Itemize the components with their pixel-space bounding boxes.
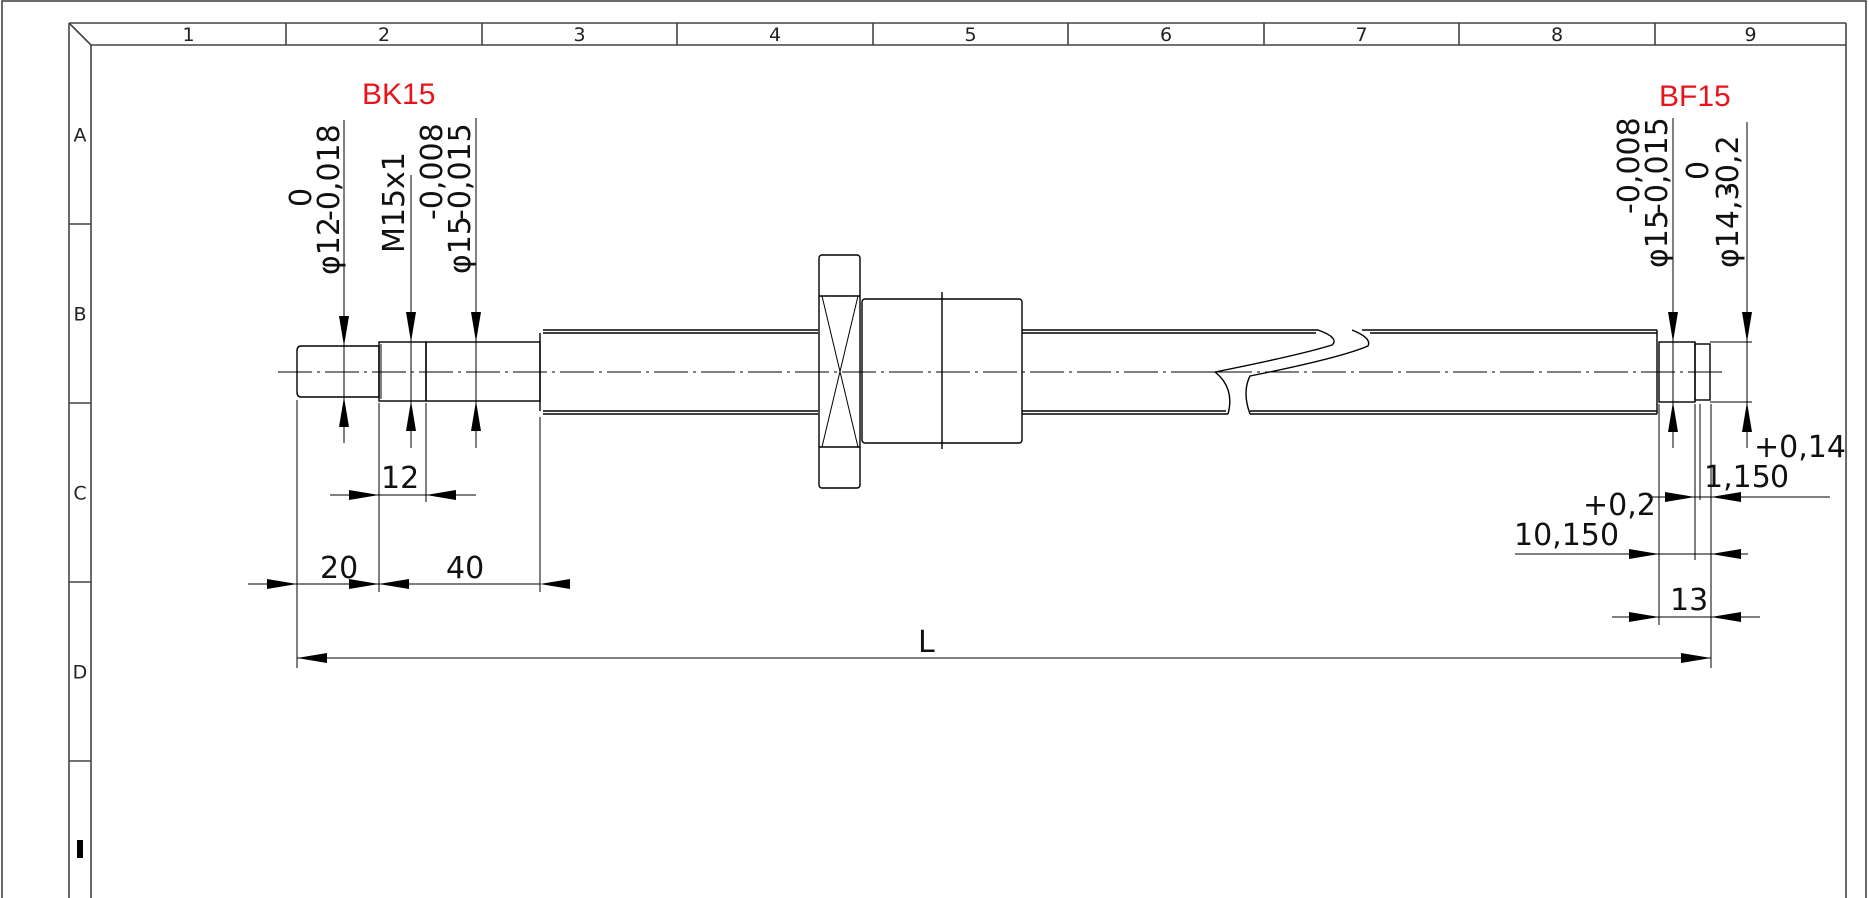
dim-main: φ15 xyxy=(443,216,478,274)
dim-main: M15x1 xyxy=(377,152,412,253)
dim-L: L xyxy=(918,625,935,660)
column-labels: 1 2 3 4 5 6 7 8 9 xyxy=(182,24,1756,46)
row-label: A xyxy=(74,125,87,147)
row-labels: A B C D xyxy=(73,125,88,684)
dim-main: φ14,3 xyxy=(1711,181,1746,268)
arrowhead xyxy=(1668,402,1678,432)
arrowhead xyxy=(406,312,416,342)
dim-right-d14-3: φ14,3 -0,2 0 xyxy=(1681,135,1746,268)
ball-screw-shaft xyxy=(296,329,1752,415)
dim-1-15: 1,15 +0,14 0 xyxy=(1704,430,1846,495)
arrowhead xyxy=(540,579,570,589)
column-label: 5 xyxy=(964,24,976,46)
dim-left-thread: M15x1 xyxy=(377,152,412,253)
arrowhead xyxy=(1668,312,1678,342)
column-label: 2 xyxy=(378,24,390,46)
snap-ring-groove xyxy=(1694,343,1711,401)
arrowhead xyxy=(339,397,349,427)
arrowhead xyxy=(471,401,481,431)
arrowhead xyxy=(1742,402,1752,432)
dim-left-d15: φ15 -0,015 -0,008 xyxy=(415,123,478,274)
arrowhead xyxy=(297,653,327,663)
dim-upper-tol: +0,14 xyxy=(1754,430,1846,465)
dim-lower-tol: -0,015 xyxy=(1640,117,1675,214)
dim-lower-tol: 0 xyxy=(1770,460,1789,495)
row-marker xyxy=(77,840,83,858)
ball-nut xyxy=(818,254,1023,489)
dim-main: 10,15 xyxy=(1514,518,1600,553)
dim-lower-tol: -0,018 xyxy=(312,124,347,221)
bk15-callout: BK15 xyxy=(362,78,435,111)
arrowhead xyxy=(349,579,379,589)
dim-lower-tol: -0,015 xyxy=(443,123,478,220)
column-label: 9 xyxy=(1744,24,1756,46)
arrowhead xyxy=(406,401,416,431)
column-label: 1 xyxy=(182,24,194,46)
column-label: 6 xyxy=(1160,24,1172,46)
dim-main: 1,15 xyxy=(1704,460,1771,495)
arrowhead xyxy=(339,316,349,346)
arrowhead xyxy=(267,579,297,589)
dim-20: 20 xyxy=(320,551,358,586)
dim-upper-tol: -0,008 xyxy=(415,123,450,220)
dim-40: 40 xyxy=(446,551,484,586)
dimension-arrows xyxy=(267,312,1752,663)
arrowhead xyxy=(379,579,409,589)
dim-13: 13 xyxy=(1670,583,1708,618)
arrowhead xyxy=(1629,549,1659,559)
arrowhead xyxy=(1742,312,1752,342)
dimension-lines xyxy=(248,118,1830,668)
dim-upper-tol: 0 xyxy=(284,188,319,207)
dim-upper-tol: +0,2 xyxy=(1583,488,1656,523)
nut-flange xyxy=(818,254,861,489)
left-journal-12 xyxy=(296,345,380,398)
arrowhead xyxy=(1629,612,1659,622)
arrowhead xyxy=(1711,612,1741,622)
column-label: 7 xyxy=(1355,24,1367,46)
column-label: 3 xyxy=(573,24,585,46)
dim-upper-tol: 0 xyxy=(1681,161,1716,180)
dim-lower-tol: -0,2 xyxy=(1711,135,1746,194)
arrowhead xyxy=(349,490,379,500)
arrowhead xyxy=(471,312,481,342)
dim-upper-tol: -0,008 xyxy=(1612,117,1647,214)
arrowhead xyxy=(1665,492,1695,502)
dim-left-d12: φ12 -0,018 0 xyxy=(284,124,347,275)
arrowhead xyxy=(1681,653,1711,663)
dim-right-d15: φ15 -0,015 -0,008 xyxy=(1612,117,1675,268)
dim-10-15: 10,15 +0,2 0 xyxy=(1514,488,1656,553)
dim-main: φ12 xyxy=(312,217,347,275)
arrowhead xyxy=(1711,549,1741,559)
dim-main: φ15 xyxy=(1640,210,1675,268)
dim-lower-tol: 0 xyxy=(1600,518,1619,553)
dim-12: 12 xyxy=(381,461,419,496)
bf15-callout: BF15 xyxy=(1659,80,1731,113)
column-label: 4 xyxy=(769,24,781,46)
arrowhead xyxy=(1711,492,1741,502)
row-label: D xyxy=(73,662,88,684)
row-label: C xyxy=(73,483,86,505)
column-label: 8 xyxy=(1551,24,1563,46)
row-label: B xyxy=(73,304,86,326)
arrowhead xyxy=(426,490,456,500)
